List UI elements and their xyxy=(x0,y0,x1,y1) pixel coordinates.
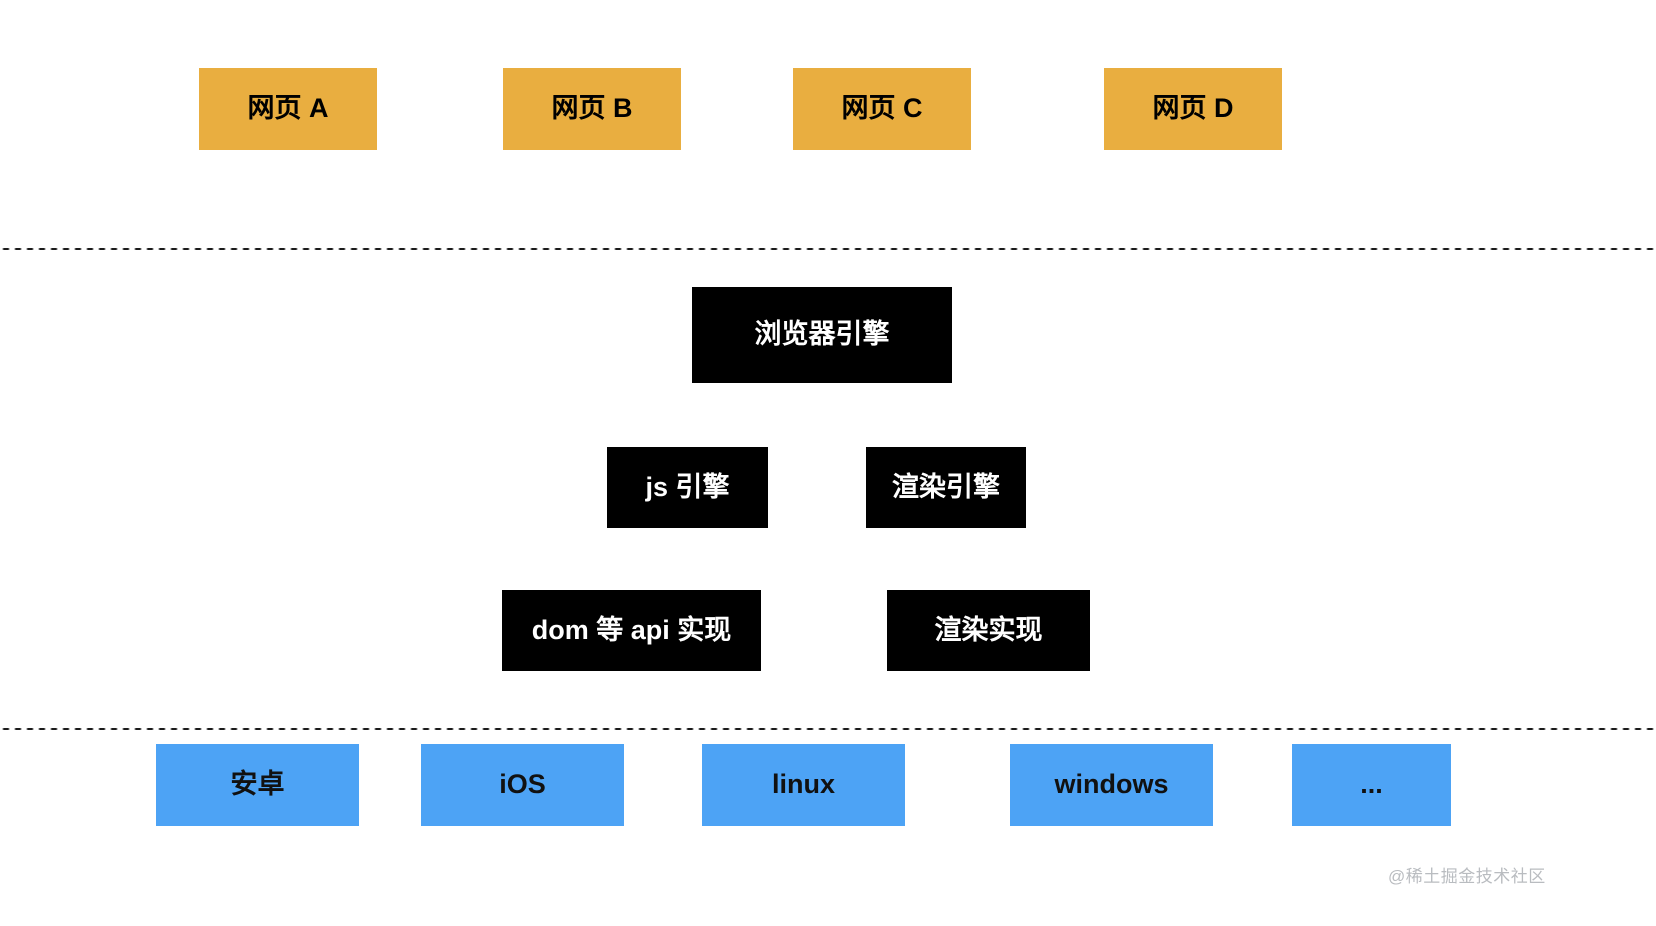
box-label: windows xyxy=(1054,769,1169,800)
box-web-page-a: 网页 A xyxy=(199,68,377,150)
box-label: 安卓 xyxy=(230,769,285,800)
box-os-linux: linux xyxy=(702,744,905,826)
divider-engine-os xyxy=(0,727,1656,731)
box-label: js 引擎 xyxy=(645,471,730,502)
box-label: linux xyxy=(771,769,835,800)
box-dom-api-implementation: dom 等 api 实现 xyxy=(502,590,761,671)
box-os-android: 安卓 xyxy=(156,744,359,826)
box-render-implementation: 渲染实现 xyxy=(887,590,1090,671)
box-os-ios: iOS xyxy=(421,744,624,826)
box-os-more: ... xyxy=(1292,744,1451,826)
box-browser-engine: 浏览器引擎 xyxy=(692,287,952,383)
box-label: 网页 D xyxy=(1152,93,1234,124)
box-web-page-c: 网页 C xyxy=(793,68,971,150)
box-label: ... xyxy=(1360,769,1383,800)
box-label: 渲染实现 xyxy=(934,614,1043,645)
box-label: 渲染引擎 xyxy=(892,471,1000,502)
watermark-text: @稀土掘金技术社区 xyxy=(1388,867,1546,886)
box-label: 网页 B xyxy=(551,93,633,124)
box-web-page-b: 网页 B xyxy=(503,68,681,150)
box-label: 浏览器引擎 xyxy=(754,319,890,350)
box-web-page-d: 网页 D xyxy=(1104,68,1282,150)
box-js-engine: js 引擎 xyxy=(607,447,768,528)
box-os-windows: windows xyxy=(1010,744,1213,826)
divider-web-engine xyxy=(0,247,1656,251)
box-label: dom 等 api 实现 xyxy=(531,614,732,645)
box-label: 网页 C xyxy=(841,93,923,124)
box-label: 网页 A xyxy=(247,93,329,124)
box-label: iOS xyxy=(499,769,546,800)
box-render-engine: 渲染引擎 xyxy=(866,447,1026,528)
